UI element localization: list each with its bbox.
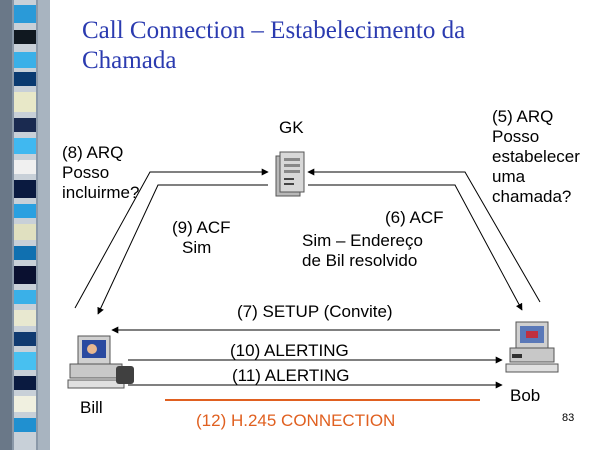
bob-computer-icon (505, 321, 559, 373)
message-8-arq: (8) ARQ Posso incluirme? (62, 143, 139, 203)
bill-label: Bill (80, 398, 103, 417)
slide-title-line2: Chamada (82, 47, 177, 74)
message-5-arq: (5) ARQ Posso estabelecer uma chamada? (492, 107, 580, 207)
message-9-line2: Sim (182, 238, 212, 257)
message-7-setup: (7) SETUP (Convite) (237, 302, 393, 321)
message-8-line2: Posso (62, 163, 110, 182)
message-11-alerting: (11) ALERTING (232, 366, 350, 385)
message-6-acf-body: Sim – Endereço de Bil resolvido (302, 231, 423, 271)
arrow-9-acf (97, 184, 268, 315)
slide-title: Call Connection – Estabelecimento da Cha… (82, 16, 552, 76)
bob-label: Bob (510, 386, 541, 405)
bill-computer-icon (67, 335, 134, 389)
message-12-h245: (12) H.245 CONNECTION (196, 411, 396, 430)
gk-label: GK (279, 118, 304, 137)
slide-number: 83 (562, 412, 575, 424)
message-6-line2: Sim – Endereço (302, 231, 423, 250)
message-9-acf: (9) ACF Sim (172, 218, 231, 258)
message-6-acf-title: (6) ACF (385, 208, 444, 227)
arrow-5-arq (307, 168, 541, 303)
message-5-line2: Posso (492, 127, 540, 146)
message-8-line3: incluirme? (62, 183, 140, 202)
gk-server-icon (275, 151, 305, 197)
message-10-alerting: (10) ALERTING (230, 341, 349, 360)
message-5-line4: uma (492, 167, 526, 186)
arrow-8-arq (74, 168, 269, 309)
arrow-6-acf (308, 184, 523, 311)
decorative-stripe (0, 0, 50, 450)
slide-title-line1: Call Connection – Estabelecimento da (82, 17, 466, 44)
message-5-line1: (5) ARQ (492, 107, 554, 126)
message-9-line1: (9) ACF (172, 218, 231, 237)
message-5-line5: chamada? (492, 187, 572, 206)
message-8-line1: (8) ARQ (62, 143, 124, 162)
message-6-line3: de Bil resolvido (302, 251, 418, 270)
message-5-line3: estabelecer (492, 147, 580, 166)
